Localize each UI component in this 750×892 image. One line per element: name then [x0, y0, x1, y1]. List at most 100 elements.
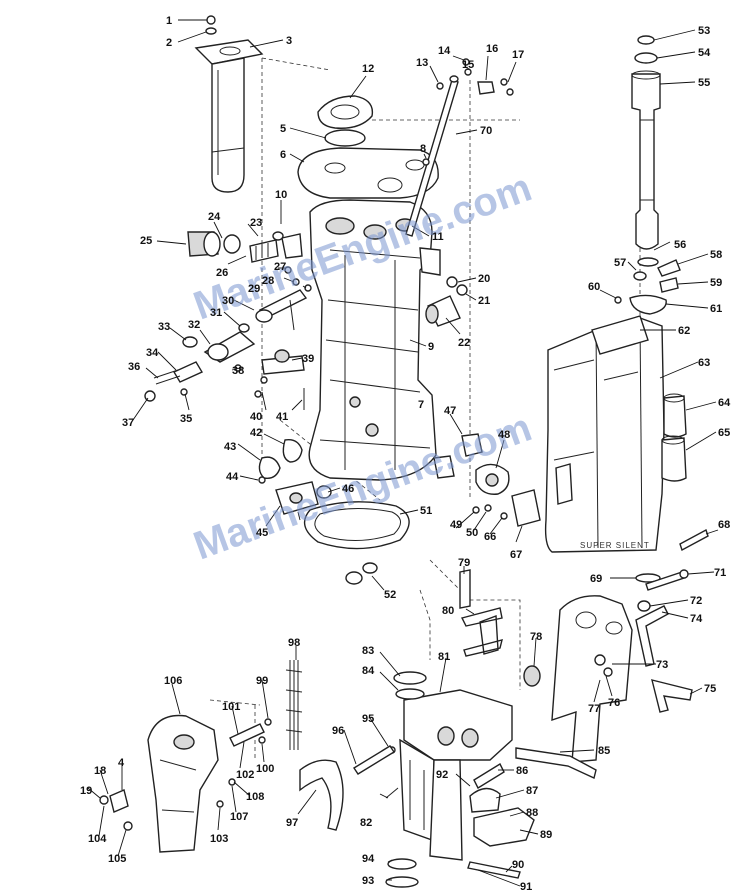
tilt-lever-parts	[353, 745, 597, 888]
callout-34: 34	[146, 347, 159, 359]
mount-brand-text: SUPER SILENT	[580, 541, 650, 550]
callout-7: 7	[418, 399, 424, 411]
callout-38: 38	[232, 365, 244, 377]
callout-57: 57	[614, 257, 626, 269]
callout-101: 101	[222, 701, 240, 713]
callout-79: 79	[458, 557, 470, 569]
callout-2: 2	[166, 37, 172, 49]
linkage-parts	[144, 289, 308, 410]
callout-51: 51	[420, 505, 432, 517]
callout-72: 72	[690, 595, 702, 607]
callout-11: 11	[432, 231, 444, 243]
callout-35: 35	[180, 413, 192, 425]
callout-30: 30	[222, 295, 234, 307]
callout-54: 54	[698, 47, 711, 59]
callout-95: 95	[362, 713, 374, 725]
callout-44: 44	[226, 471, 239, 483]
callout-92: 92	[436, 769, 448, 781]
callout-32: 32	[188, 319, 200, 331]
lower-housing-plates	[258, 439, 332, 515]
callout-65: 65	[718, 427, 730, 439]
callout-64: 64	[718, 397, 731, 409]
left-side-parts	[187, 231, 312, 292]
spring-and-bracket	[285, 660, 344, 831]
callout-104: 104	[88, 833, 107, 845]
callout-85: 85	[598, 745, 610, 757]
callout-15: 15	[462, 59, 474, 71]
callout-4: 4	[118, 757, 125, 769]
callout-12: 12	[362, 63, 374, 75]
callout-76: 76	[608, 697, 620, 709]
callout-66: 66	[484, 531, 496, 543]
callout-23: 23	[250, 217, 262, 229]
exhaust-tube	[194, 15, 264, 193]
callout-40: 40	[250, 411, 262, 423]
callout-21: 21	[478, 295, 490, 307]
callout-14: 14	[438, 45, 451, 57]
callout-84: 84	[362, 665, 375, 677]
callout-63: 63	[698, 357, 710, 369]
steering-shaft	[614, 35, 681, 315]
callout-61: 61	[710, 303, 722, 315]
callout-90: 90	[512, 859, 524, 871]
callout-69: 69	[590, 573, 602, 585]
callout-71: 71	[714, 567, 726, 579]
callout-108: 108	[246, 791, 264, 803]
callout-91: 91	[520, 881, 532, 892]
callout-16: 16	[486, 43, 498, 55]
callout-26: 26	[216, 267, 228, 279]
callout-93: 93	[362, 875, 374, 887]
callout-83: 83	[362, 645, 374, 657]
callout-27: 27	[274, 261, 286, 273]
callout-58: 58	[710, 249, 722, 261]
callout-18: 18	[94, 765, 106, 777]
callout-20: 20	[478, 273, 490, 285]
callout-103: 103	[210, 833, 228, 845]
callout-81: 81	[438, 651, 450, 663]
callout-82: 82	[360, 817, 372, 829]
callout-59: 59	[710, 277, 722, 289]
callout-62: 62	[678, 325, 690, 337]
callout-86: 86	[516, 765, 528, 777]
callout-19: 19	[80, 785, 92, 797]
left-clamp-bracket	[99, 714, 272, 853]
bushing-52	[345, 562, 378, 585]
callout-8: 8	[420, 143, 426, 155]
callout-6: 6	[280, 149, 286, 161]
rubber-mount-parts	[433, 433, 541, 527]
callout-36: 36	[128, 361, 140, 373]
callout-77: 77	[588, 703, 600, 715]
callout-94: 94	[362, 853, 375, 865]
callout-31: 31	[210, 307, 222, 319]
bracket-bolts	[635, 528, 709, 591]
callout-29: 29	[248, 283, 260, 295]
callout-10: 10	[275, 189, 287, 201]
callout-67: 67	[510, 549, 522, 561]
callout-106: 106	[164, 675, 182, 687]
callout-89: 89	[540, 829, 552, 841]
callout-37: 37	[122, 417, 134, 429]
callout-13: 13	[416, 57, 428, 69]
callout-22: 22	[458, 337, 470, 349]
callout-56: 56	[674, 239, 686, 251]
callout-48: 48	[498, 429, 510, 441]
callout-87: 87	[526, 785, 538, 797]
callout-55: 55	[698, 77, 710, 89]
callout-1: 1	[166, 15, 172, 27]
callout-5: 5	[280, 123, 286, 135]
callout-3: 3	[286, 35, 292, 47]
callout-52: 52	[384, 589, 396, 601]
housing-seal	[303, 501, 410, 550]
callout-leader-lines	[87, 19, 719, 887]
clamp-bracket	[551, 595, 693, 763]
callout-70: 70	[480, 125, 492, 137]
callout-80: 80	[442, 605, 454, 617]
callout-53: 53	[698, 25, 710, 37]
callout-74: 74	[690, 613, 703, 625]
callout-97: 97	[286, 817, 298, 829]
callout-41: 41	[276, 411, 288, 423]
callout-46: 46	[342, 483, 354, 495]
callout-42: 42	[250, 427, 262, 439]
callout-107: 107	[230, 811, 248, 823]
